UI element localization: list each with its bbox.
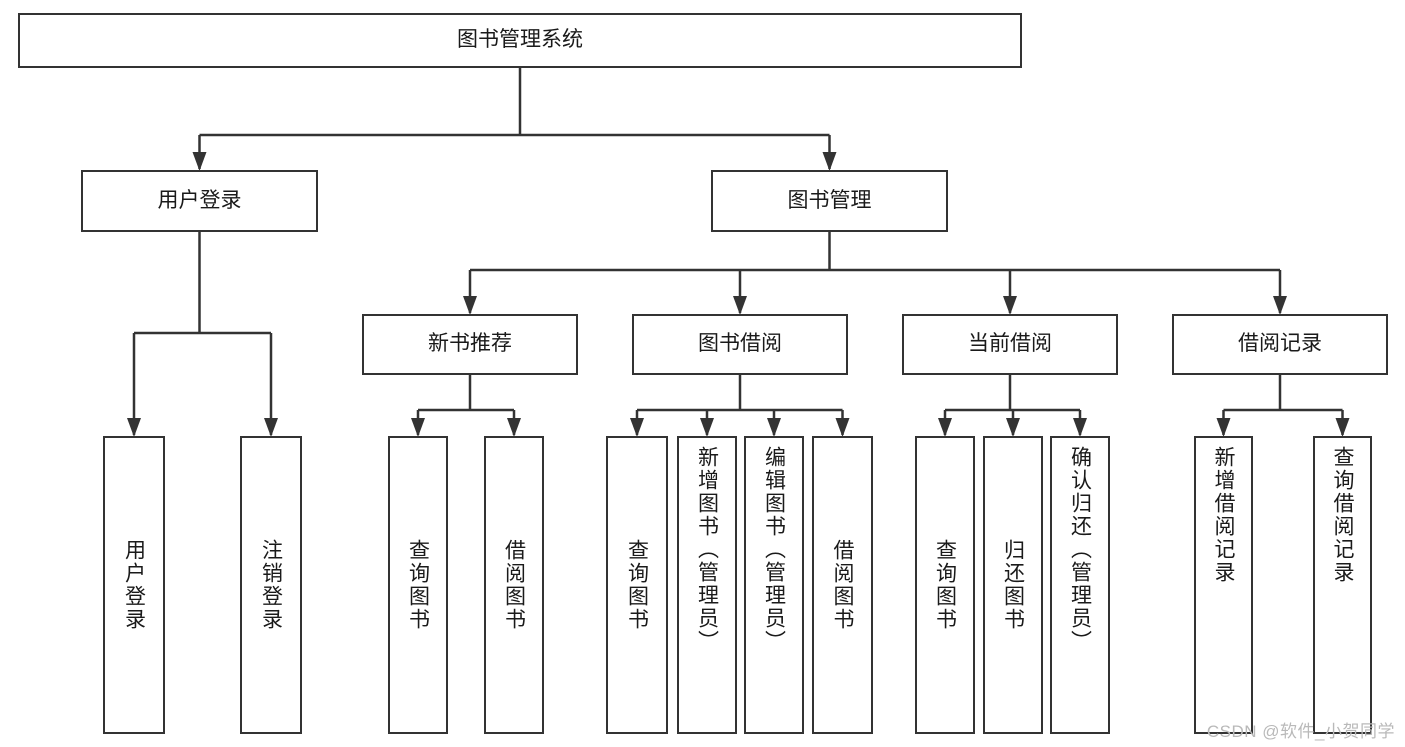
node-leaf-add-record[interactable]: 新增借阅记录 [1194, 436, 1253, 734]
node-leaf-confirm-return[interactable]: 确认归还（管理员） [1050, 436, 1110, 734]
arrowhead-icon [1006, 418, 1020, 437]
node-label: 用户登录 [157, 188, 242, 212]
node-leaf-add-book[interactable]: 新增图书（管理员） [677, 436, 737, 734]
node-leaf-borrow-book-rec[interactable]: 借阅图书 [484, 436, 544, 734]
node-leaf-borrow-book-bor[interactable]: 借阅图书 [812, 436, 873, 734]
arrowhead-icon [822, 152, 837, 171]
node-label: 新增图书（管理员） [695, 446, 719, 653]
node-new-book-rec[interactable]: 新书推荐 [362, 314, 578, 375]
arrowhead-icon [1273, 296, 1287, 315]
arrowhead-icon [127, 418, 141, 437]
node-leaf-query-book-rec[interactable]: 查询图书 [388, 436, 448, 734]
node-label: 用户登录 [122, 539, 146, 631]
node-label: 借阅图书 [831, 539, 854, 631]
arrowhead-icon [411, 418, 425, 437]
node-leaf-user-login[interactable]: 用户登录 [103, 436, 165, 734]
arrowhead-icon [264, 418, 278, 437]
node-leaf-edit-book[interactable]: 编辑图书（管理员） [744, 436, 804, 734]
node-label: 查询借阅记录 [1331, 446, 1354, 584]
node-root[interactable]: 图书管理系统 [18, 13, 1022, 68]
arrowhead-icon [463, 296, 477, 315]
arrowhead-icon [700, 418, 714, 437]
node-user-login[interactable]: 用户登录 [81, 170, 318, 232]
arrowhead-icon [767, 418, 781, 437]
node-current-borrow[interactable]: 当前借阅 [902, 314, 1118, 375]
node-leaf-return-book[interactable]: 归还图书 [983, 436, 1043, 734]
node-label: 新增借阅记录 [1212, 446, 1235, 584]
node-leaf-user-logout[interactable]: 注销登录 [240, 436, 302, 734]
node-book-manage[interactable]: 图书管理 [711, 170, 948, 232]
node-leaf-query-record[interactable]: 查询借阅记录 [1313, 436, 1372, 734]
node-label: 查询图书 [406, 539, 430, 631]
arrowhead-icon [630, 418, 644, 437]
arrowhead-icon [1216, 418, 1231, 437]
arrowhead-icon [733, 296, 747, 315]
arrowhead-icon [507, 418, 521, 437]
node-borrow-record[interactable]: 借阅记录 [1172, 314, 1388, 375]
node-leaf-query-book-bor[interactable]: 查询图书 [606, 436, 668, 734]
arrowhead-icon [1073, 418, 1087, 437]
node-label: 注销登录 [259, 539, 283, 631]
node-label: 当前借阅 [968, 332, 1052, 356]
node-label: 编辑图书（管理员） [762, 446, 786, 653]
node-label: 新书推荐 [428, 332, 512, 356]
node-label: 图书管理 [787, 188, 872, 212]
node-label: 借阅图书 [502, 539, 526, 631]
arrowhead-icon [192, 152, 207, 171]
node-book-borrow[interactable]: 图书借阅 [632, 314, 848, 375]
arrowhead-icon [835, 418, 850, 437]
arrowhead-icon [1335, 418, 1350, 437]
arrowhead-icon [1003, 296, 1017, 315]
node-leaf-query-book-cur[interactable]: 查询图书 [915, 436, 975, 734]
arrowhead-icon [938, 418, 952, 437]
node-label: 查询图书 [625, 539, 649, 631]
node-label: 图书借阅 [698, 332, 782, 356]
node-label: 借阅记录 [1238, 332, 1322, 356]
node-label: 确认归还（管理员） [1068, 446, 1092, 653]
node-label: 查询图书 [933, 539, 957, 631]
node-label: 归还图书 [1001, 539, 1025, 631]
node-label: 图书管理系统 [457, 28, 583, 52]
